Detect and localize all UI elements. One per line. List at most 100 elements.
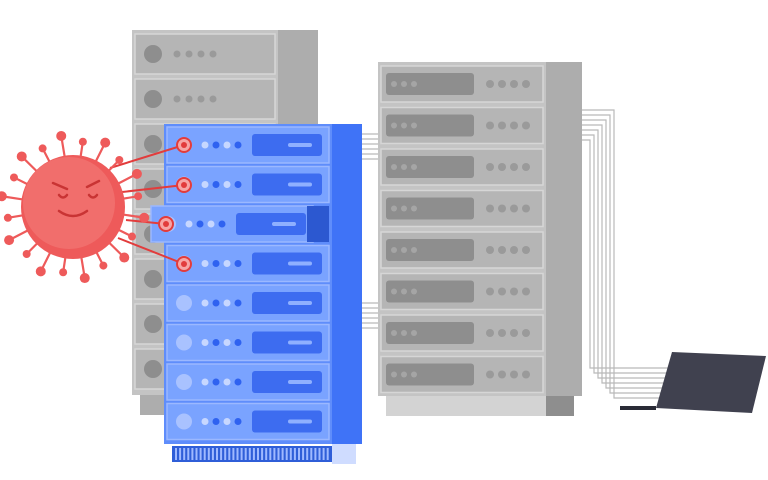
vent-slot xyxy=(261,448,264,460)
status-led xyxy=(522,204,530,213)
cable-bundle xyxy=(362,109,670,399)
virus-spike-tip xyxy=(56,130,67,141)
power-button xyxy=(144,45,162,63)
status-led xyxy=(411,81,417,87)
vent-slot xyxy=(211,448,214,460)
virus-spike-tip xyxy=(9,173,18,182)
rack-foot xyxy=(140,395,170,415)
vent-slot xyxy=(199,448,202,460)
drive-bay xyxy=(252,410,322,433)
status-led xyxy=(212,260,220,267)
power-button xyxy=(144,135,162,153)
status-led xyxy=(498,287,506,296)
rack-foot xyxy=(332,444,356,464)
status-led xyxy=(209,50,217,58)
server-unit xyxy=(380,189,544,228)
status-led xyxy=(498,204,506,213)
status-led xyxy=(401,205,407,212)
cable xyxy=(582,119,670,389)
vent-slot xyxy=(179,448,182,460)
server-unit xyxy=(166,323,330,362)
vent-slot xyxy=(244,448,247,460)
virus-eyebrow xyxy=(85,179,101,189)
infection-line xyxy=(121,184,185,193)
status-led xyxy=(223,299,231,307)
status-led xyxy=(201,299,209,307)
status-led xyxy=(510,163,518,171)
status-led xyxy=(185,95,193,103)
cable xyxy=(582,114,670,394)
drive-bay xyxy=(252,173,322,196)
status-led xyxy=(212,141,220,149)
status-led xyxy=(185,220,193,228)
virus-eye xyxy=(57,193,69,199)
laptop-screen xyxy=(656,352,766,413)
status-led xyxy=(498,163,506,171)
drive-handle xyxy=(288,340,312,345)
vent-slot xyxy=(232,448,235,460)
status-led xyxy=(391,81,397,87)
server-rack-right xyxy=(378,62,582,416)
virus-eye xyxy=(87,193,99,199)
status-led xyxy=(522,80,530,88)
server-unit xyxy=(380,272,544,311)
vent-slot xyxy=(306,448,309,460)
virus-spike-tip xyxy=(134,192,143,201)
infected-node-core xyxy=(181,261,187,267)
status-led xyxy=(522,370,530,379)
vent-slot xyxy=(248,448,251,460)
status-led xyxy=(411,330,417,336)
virus-spike-tip xyxy=(22,249,31,258)
status-led xyxy=(223,339,231,346)
vent-slot xyxy=(252,448,255,460)
drive-bay xyxy=(386,322,474,344)
status-led xyxy=(234,260,242,267)
status-led xyxy=(201,141,209,149)
status-led xyxy=(391,205,397,212)
server-unit-pulled-out xyxy=(150,205,329,243)
server-unit xyxy=(134,78,276,120)
status-led xyxy=(411,371,417,378)
vent-slot xyxy=(203,448,206,460)
cable xyxy=(582,139,670,369)
status-led xyxy=(201,181,209,188)
unit-panel xyxy=(134,33,276,75)
status-led xyxy=(173,95,181,103)
infection-line xyxy=(109,144,185,169)
rack-side xyxy=(332,124,362,444)
status-led xyxy=(209,95,217,103)
virus-spike-tip xyxy=(128,232,137,241)
drive-bay xyxy=(386,363,474,386)
laptop-icon xyxy=(620,352,766,413)
status-led xyxy=(510,370,518,379)
virus-spike-tip xyxy=(16,151,27,162)
status-led xyxy=(411,247,417,253)
virus-spike-tip xyxy=(4,235,15,246)
virus-spike-tip xyxy=(100,137,111,148)
cable xyxy=(582,124,670,384)
status-led xyxy=(212,299,220,307)
status-led xyxy=(201,418,209,425)
status-led xyxy=(498,246,506,254)
rack-side xyxy=(546,62,582,396)
virus-icon xyxy=(0,130,150,284)
vent-slot xyxy=(318,448,321,460)
server-unit xyxy=(380,231,544,269)
status-led xyxy=(391,330,397,336)
status-led xyxy=(212,181,220,188)
vent-slot xyxy=(224,448,227,460)
vent-slot xyxy=(191,448,194,460)
status-led xyxy=(486,287,494,296)
status-led xyxy=(234,299,242,307)
cable xyxy=(582,134,670,374)
vent-slot xyxy=(216,448,218,460)
status-led xyxy=(510,204,518,213)
drive-bay xyxy=(386,73,474,95)
virus-spike-tip xyxy=(78,137,87,146)
server-unit xyxy=(166,402,330,441)
virus-highlight xyxy=(23,157,115,249)
status-led xyxy=(498,80,506,88)
virus-spike-tip xyxy=(0,191,7,202)
drive-handle xyxy=(288,301,312,305)
status-led xyxy=(522,287,530,296)
